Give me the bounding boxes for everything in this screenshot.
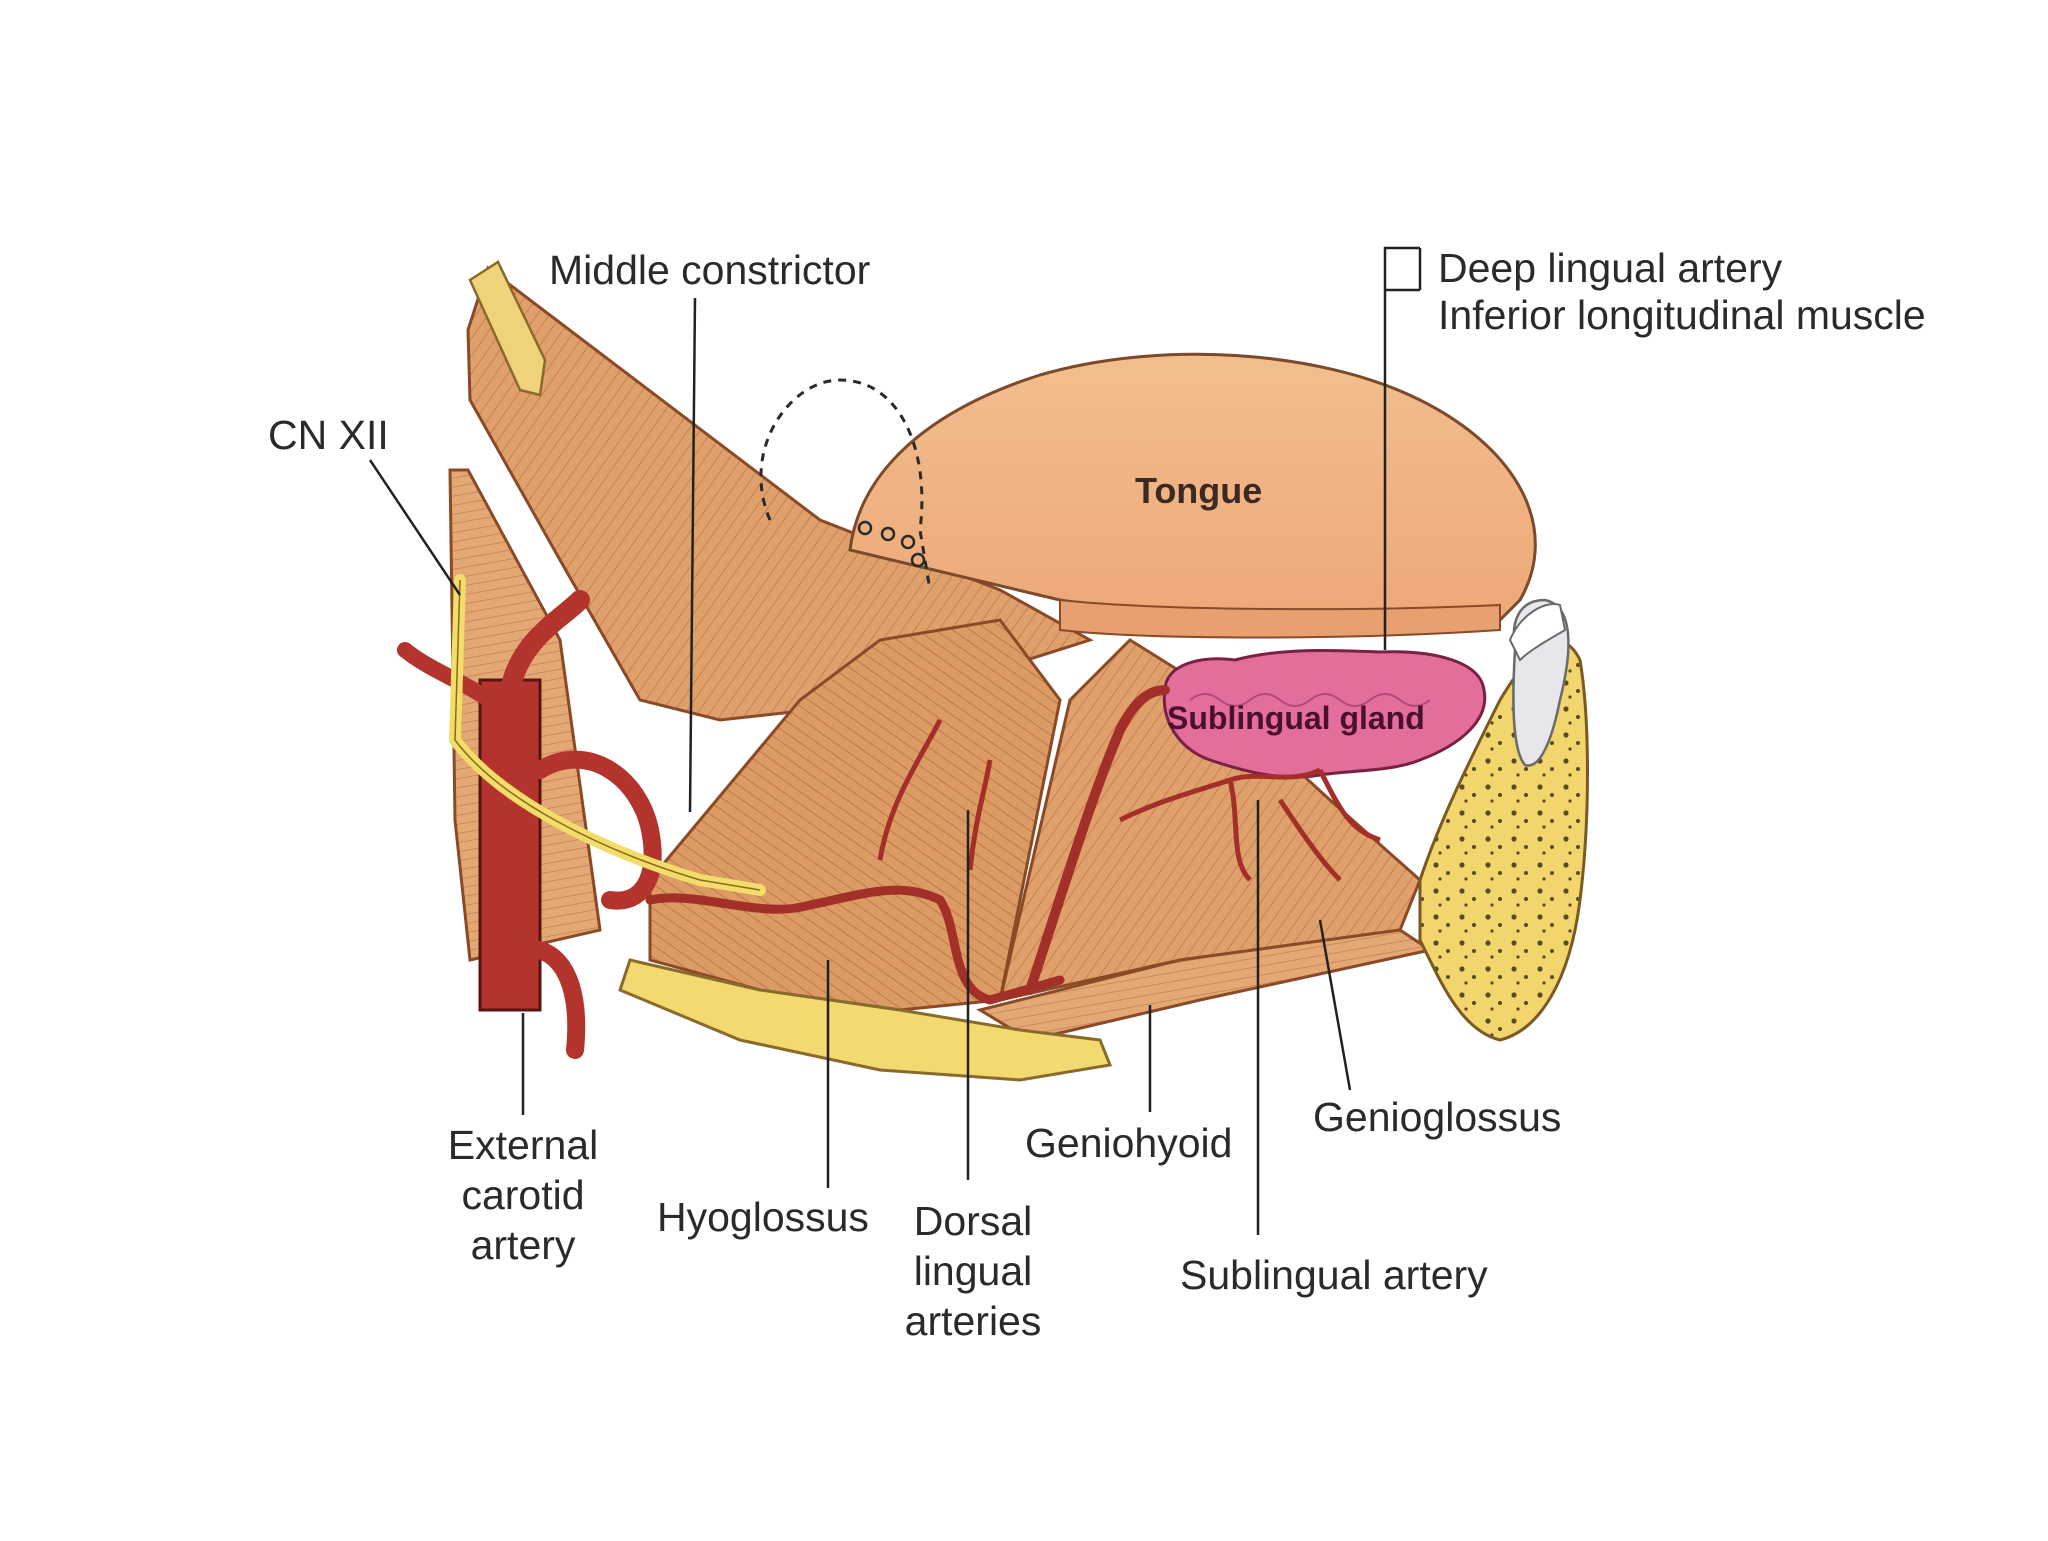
sublingual-artery-branches — [1118, 767, 1381, 882]
label-geniohyoid: Geniohyoid — [1025, 1120, 1233, 1166]
dotted-outline — [759, 378, 932, 591]
label-external-carotid-line-2: carotid — [461, 1172, 585, 1218]
label-hyoglossus: Hyoglossus — [657, 1194, 869, 1240]
inferior-longitudinal-band — [1059, 598, 1501, 639]
label-sublingual-gland: Sublingual gland — [1167, 700, 1425, 736]
label-genioglossus: Genioglossus — [1313, 1094, 1562, 1140]
external-carotid-vessel — [478, 678, 542, 1012]
label-dorsal-lingual-line-3: arteries — [904, 1298, 1042, 1344]
leader-middle-constrictor — [688, 297, 697, 813]
carotid-branch-lower — [531, 941, 586, 1059]
label-middle-constrictor: Middle constrictor — [549, 247, 871, 293]
label-dorsal-lingual-line-1: Dorsal — [913, 1198, 1033, 1244]
label-external-carotid-artery: External carotid artery — [423, 1120, 623, 1270]
upper-tooth — [1508, 603, 1567, 662]
dorsal-lingual-artery-path — [877, 718, 943, 861]
hyoglossus-muscle — [648, 618, 1062, 1012]
label-dorsal-lingual-line-2: lingual — [913, 1248, 1033, 1294]
label-tongue: Tongue — [1135, 470, 1263, 511]
carotid-branch-left — [397, 642, 498, 708]
sublingual-gland-shape — [1162, 648, 1487, 779]
label-cn-xii: CN XII — [268, 412, 389, 458]
label-sublingual-artery: Sublingual artery — [1180, 1252, 1488, 1298]
leader-genioglossus — [1318, 919, 1352, 1091]
label-deep-lingual-artery: Deep lingual artery — [1438, 245, 1783, 291]
label-inferior-longitudinal-muscle: Inferior longitudinal muscle — [1438, 292, 1926, 338]
styloid-band — [468, 260, 547, 397]
leader-deep-lingual — [1383, 246, 1420, 650]
leader-lines — [368, 246, 1422, 1235]
carotid-branch-upper — [500, 590, 590, 700]
deep-lingual-artery-path — [1025, 685, 1170, 995]
lingual-artery-course — [645, 885, 1065, 1005]
tongue-shape — [848, 352, 1537, 622]
hyoid-bone — [618, 958, 1113, 1082]
label-external-carotid-line-3: artery — [470, 1222, 576, 1268]
label-dorsal-lingual-arteries: Dorsal lingual arteries — [878, 1196, 1068, 1346]
label-external-carotid-line-1: External — [447, 1122, 599, 1168]
leader-cn-xii — [368, 459, 462, 596]
carotid-branch-loop — [531, 750, 662, 910]
